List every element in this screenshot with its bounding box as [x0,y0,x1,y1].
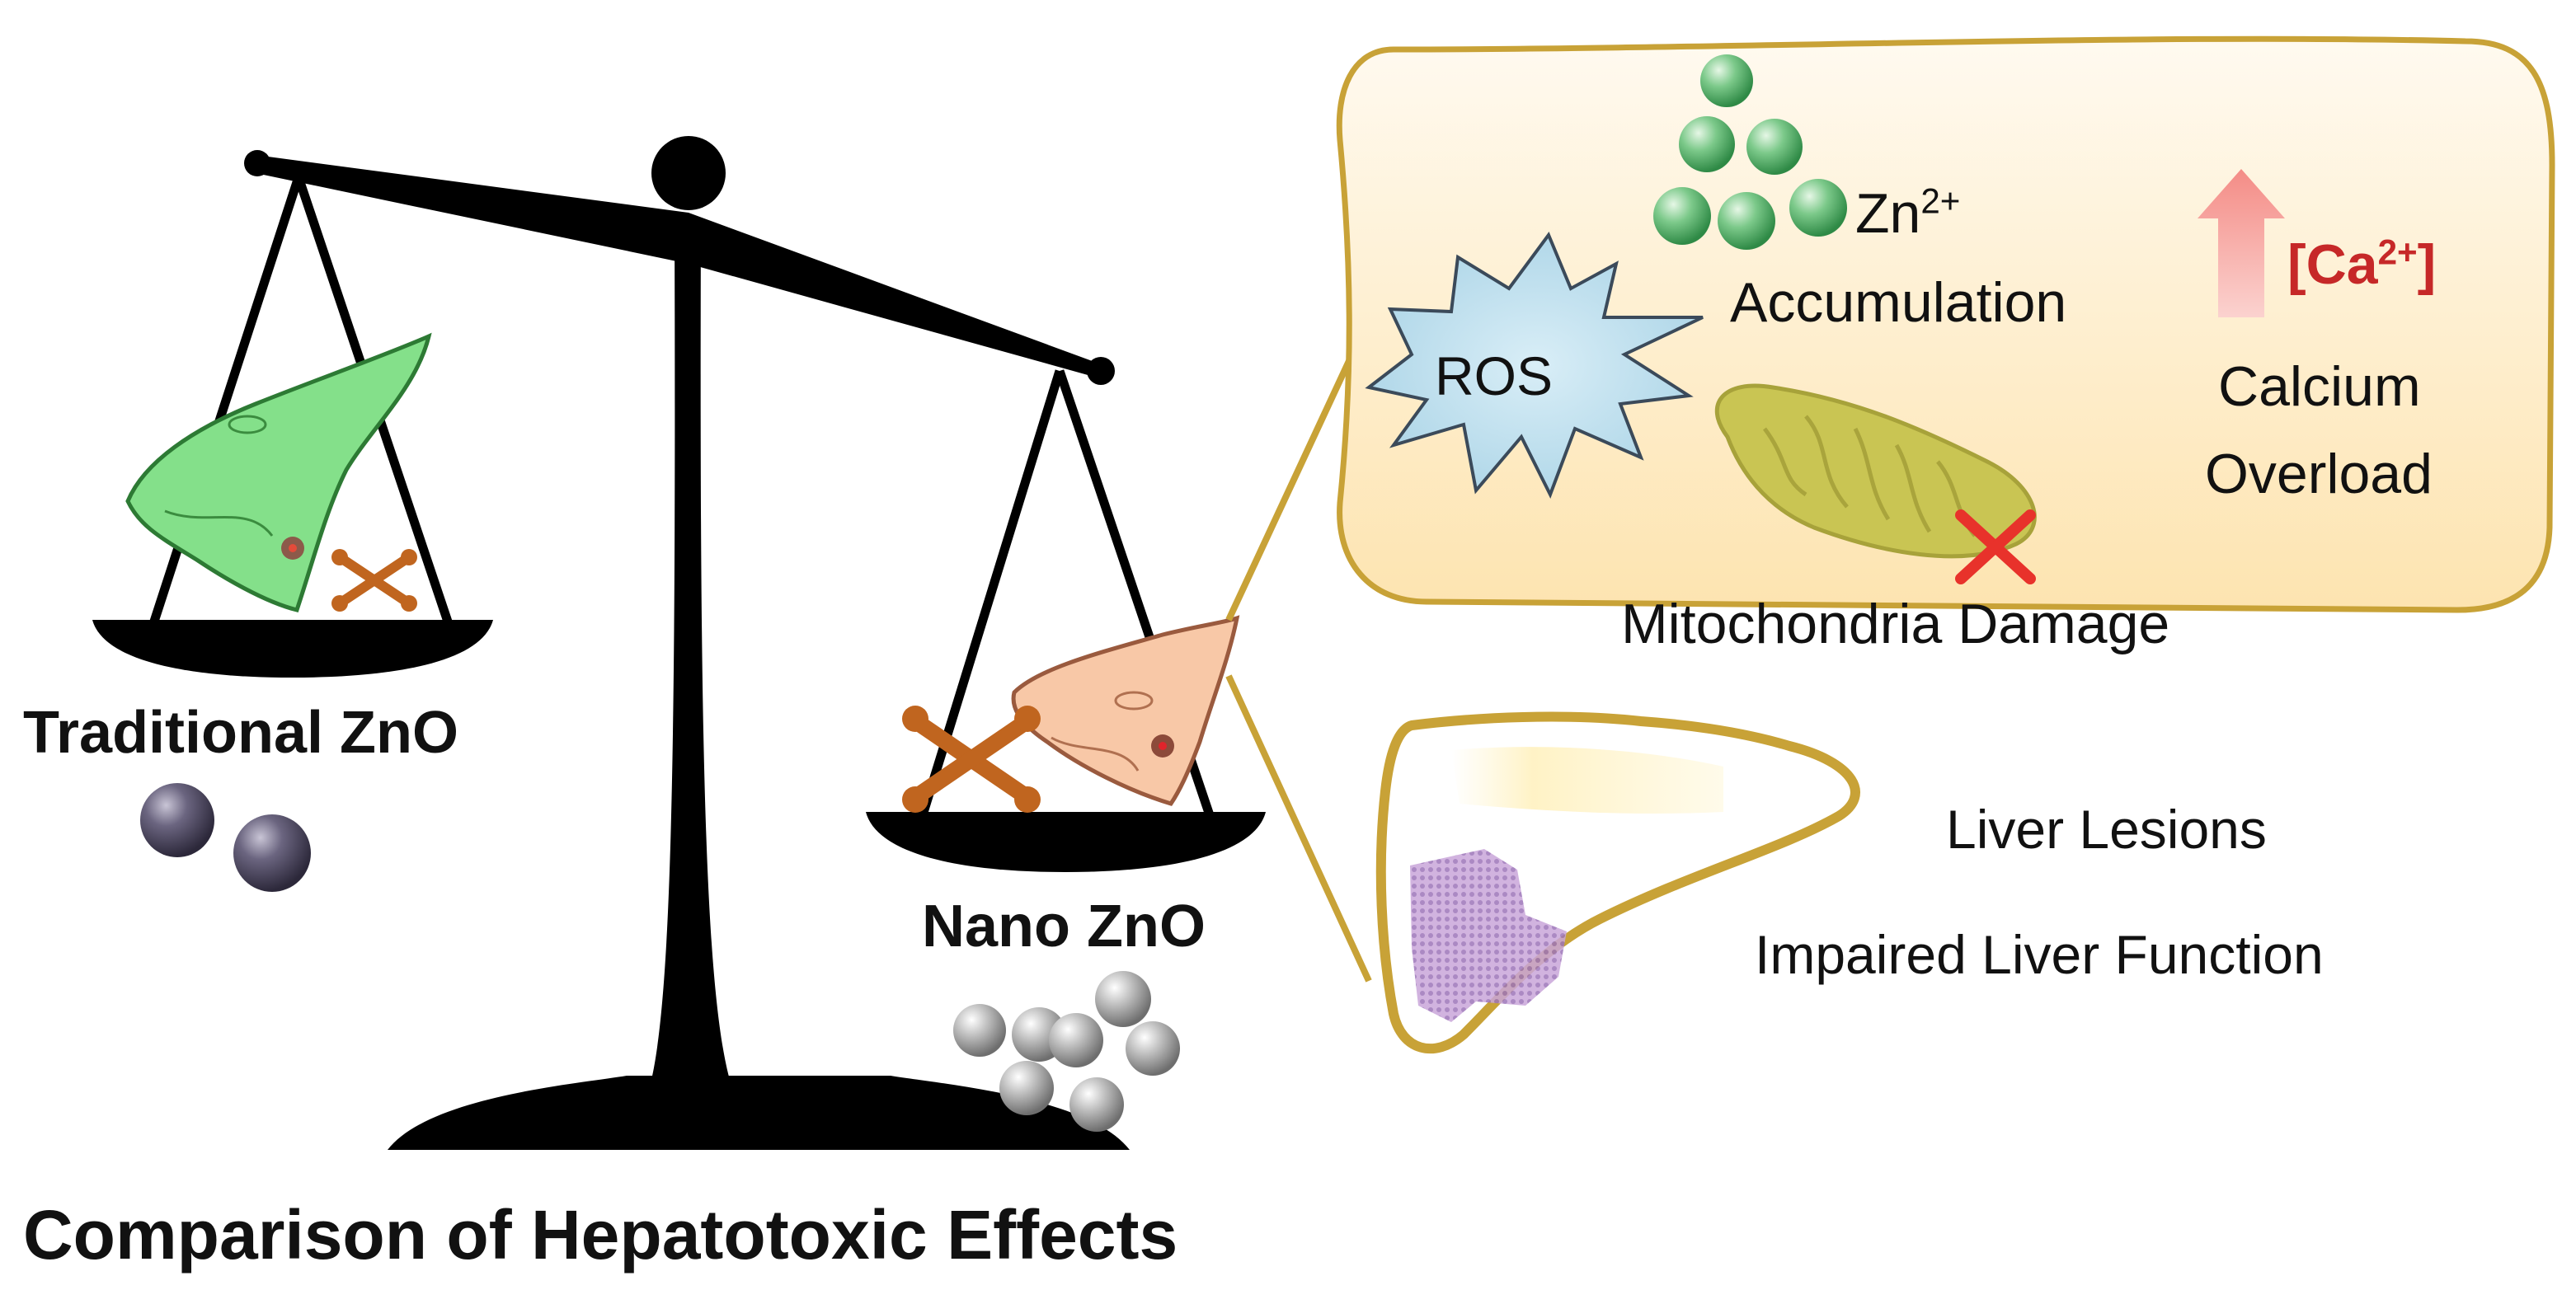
nano-zno-particles [953,971,1180,1132]
zn-ion-label: Zn2+ [1855,181,1960,246]
figure-title: Comparison of Hepatotoxic Effects [23,1196,1178,1274]
calcium-up-arrow [2198,169,2285,317]
damage-cross-icon [1955,509,2036,584]
beam-left-end [244,150,270,176]
calcium-label: Calcium [2218,355,2421,418]
scale-top-knob [651,136,726,210]
zn-spheres [1653,54,1847,250]
connector-to-liver [1225,674,1372,983]
impaired-liver-function-label: Impaired Liver Function [1755,924,2324,985]
right-pan [866,812,1266,872]
zn-charge: 2+ [1920,181,1961,221]
scale-base [388,1076,1130,1150]
liver-lesions-label: Liver Lesions [1946,799,2267,860]
connector-to-mechanism-panel [1225,338,1362,622]
ca-close: ] [2417,233,2437,296]
beam-right-end [1087,357,1115,385]
ca-open: [Ca [2287,233,2378,296]
left-pan [92,620,493,678]
zn-symbol: Zn [1855,182,1921,245]
accumulation-label: Accumulation [1730,271,2067,334]
traditional-zno-label: Traditional ZnO [23,700,459,766]
traditional-zno-particles [140,783,311,892]
balance-scale [92,136,1266,1150]
nano-zno-label: Nano ZnO [922,894,1206,959]
mitochondria-damage-label: Mitochondria Damage [1621,593,2170,655]
ca-charge: 2+ [2377,232,2418,272]
scale-beam [256,155,1097,378]
nano-bone-icon [902,706,1041,813]
left-pan-string-left [148,176,303,628]
ros-burst [1365,231,1704,499]
scale-column [651,223,730,1080]
liver-lesion [1410,849,1567,1022]
overload-label: Overload [2205,443,2433,505]
ros-label: ROS [1435,345,1554,406]
traditional-bone-icon [331,549,417,612]
calcium-ion-label: [Ca2+] [2287,232,2436,297]
nano-cell [1011,615,1240,806]
liver-icon [1375,711,1860,1054]
mitochondrion [1714,383,2037,559]
traditional-cell [125,332,432,612]
